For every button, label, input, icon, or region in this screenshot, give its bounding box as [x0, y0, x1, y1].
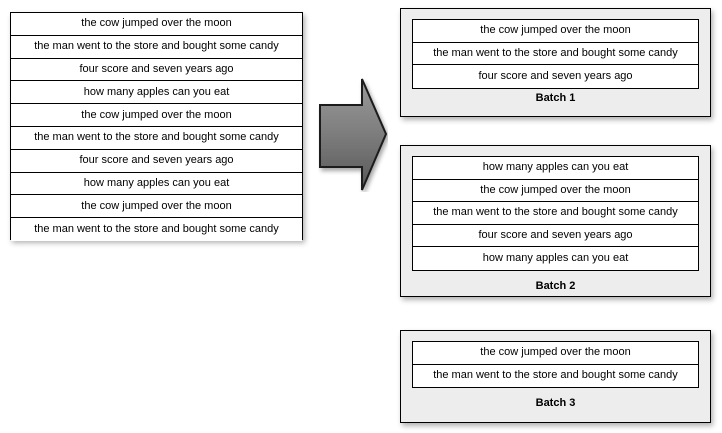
batch-label: Batch 1 [535, 92, 576, 104]
source-sentence-list: the cow jumped over the moon the man wen… [10, 12, 303, 241]
list-item: the cow jumped over the moon [413, 179, 698, 202]
list-item: the man went to the store and bought som… [11, 126, 302, 150]
list-item: four score and seven years ago [11, 149, 302, 173]
list-item: four score and seven years ago [413, 65, 698, 88]
list-item: how many apples can you eat [413, 247, 698, 270]
list-item: how many apples can you eat [413, 157, 698, 180]
list-item: the cow jumped over the moon [11, 104, 302, 127]
batch-label: Batch 3 [535, 397, 576, 409]
batch-1-list: the cow jumped over the moon the man wen… [412, 19, 699, 89]
list-item: four score and seven years ago [11, 58, 302, 82]
list-item: the man went to the store and bought som… [11, 218, 302, 241]
batch-panel-3: the cow jumped over the moon the man wen… [400, 330, 711, 423]
list-item: the man went to the store and bought som… [11, 35, 302, 59]
batch-panel-1: the cow jumped over the moon the man wen… [400, 8, 711, 117]
batch-label: Batch 2 [535, 280, 576, 292]
list-item: the cow jumped over the moon [413, 342, 698, 365]
batch-2-list: how many apples can you eat the cow jump… [412, 156, 699, 271]
list-item: four score and seven years ago [413, 224, 698, 247]
list-item: the cow jumped over the moon [11, 195, 302, 219]
batch-panel-2: how many apples can you eat the cow jump… [400, 145, 711, 297]
batch-3-list: the cow jumped over the moon the man wen… [412, 341, 699, 388]
list-item: the cow jumped over the moon [413, 20, 698, 43]
right-block-arrow-icon [318, 77, 388, 192]
list-item: how many apples can you eat [11, 81, 302, 105]
list-item: the man went to the store and bought som… [413, 202, 698, 225]
list-item: the man went to the store and bought som… [413, 364, 698, 387]
list-item: the cow jumped over the moon [11, 13, 302, 36]
list-item: the man went to the store and bought som… [413, 42, 698, 65]
list-item: how many apples can you eat [11, 172, 302, 196]
